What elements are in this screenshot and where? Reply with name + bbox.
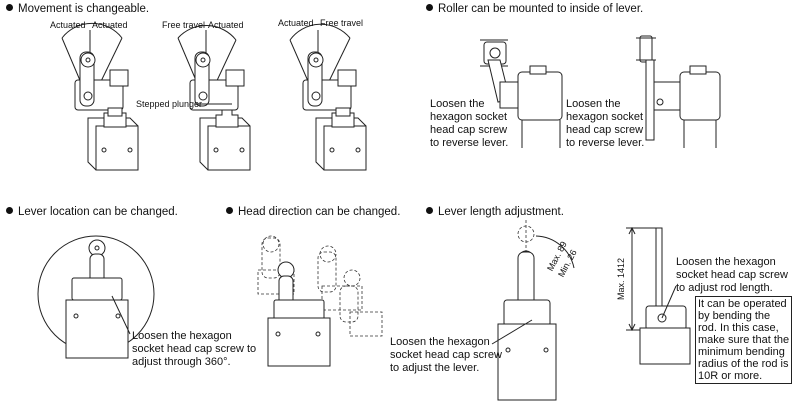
label-actuated: Actuated [208, 20, 244, 30]
bullet-icon [6, 4, 13, 11]
label-max-1412: Max. 1412 [616, 257, 626, 300]
bullet-icon [6, 207, 13, 214]
label-actuated: Actuated [278, 18, 314, 28]
roller-inside-figure [636, 35, 721, 148]
switch-figure-actuated-actuated [61, 22, 139, 171]
heading-lever-length: Lever length adjustment. [426, 205, 564, 219]
lever-location-note: Loosen the hexagon socket head cap screw… [132, 330, 257, 368]
lever-length-figure [491, 220, 575, 401]
roller-note-left: Loosen the hexagon socket head cap screw… [430, 98, 509, 149]
heading-roller: Roller can be mounted to inside of lever… [426, 2, 643, 16]
label-free-travel: Free travel [162, 20, 206, 30]
label-actuated: Actuated [92, 20, 128, 30]
roller-outside-figure [480, 39, 563, 148]
heading-movement: Movement is changeable. [6, 2, 149, 16]
lever-location-figure [37, 235, 155, 359]
bullet-icon [426, 207, 433, 214]
label-free-travel: Free travel [320, 18, 364, 28]
label-actuated: Actuated [50, 20, 86, 30]
rod-length-figure [626, 226, 691, 365]
bullet-icon [426, 4, 433, 11]
head-direction-figure [257, 235, 383, 367]
switch-figure-free-travel-actuated [177, 25, 251, 171]
lever-length-note: Loosen the hexagon socket head cap screw… [390, 336, 502, 374]
roller-note-right: Loosen the hexagon socket head cap screw… [566, 98, 645, 149]
label-stepped-plunger: Stepped plunger [136, 99, 203, 109]
heading-head-direction: Head direction can be changed. [226, 205, 400, 219]
switch-figure-actuated-free-travel [289, 23, 367, 171]
heading-lever-location: Lever location can be changed. [6, 205, 178, 219]
rod-note: Loosen the hexagon socket head cap screw… [676, 256, 788, 294]
bullet-icon [226, 207, 233, 214]
rod-bending-note: It can be operated by bending the rod. I… [695, 296, 793, 384]
